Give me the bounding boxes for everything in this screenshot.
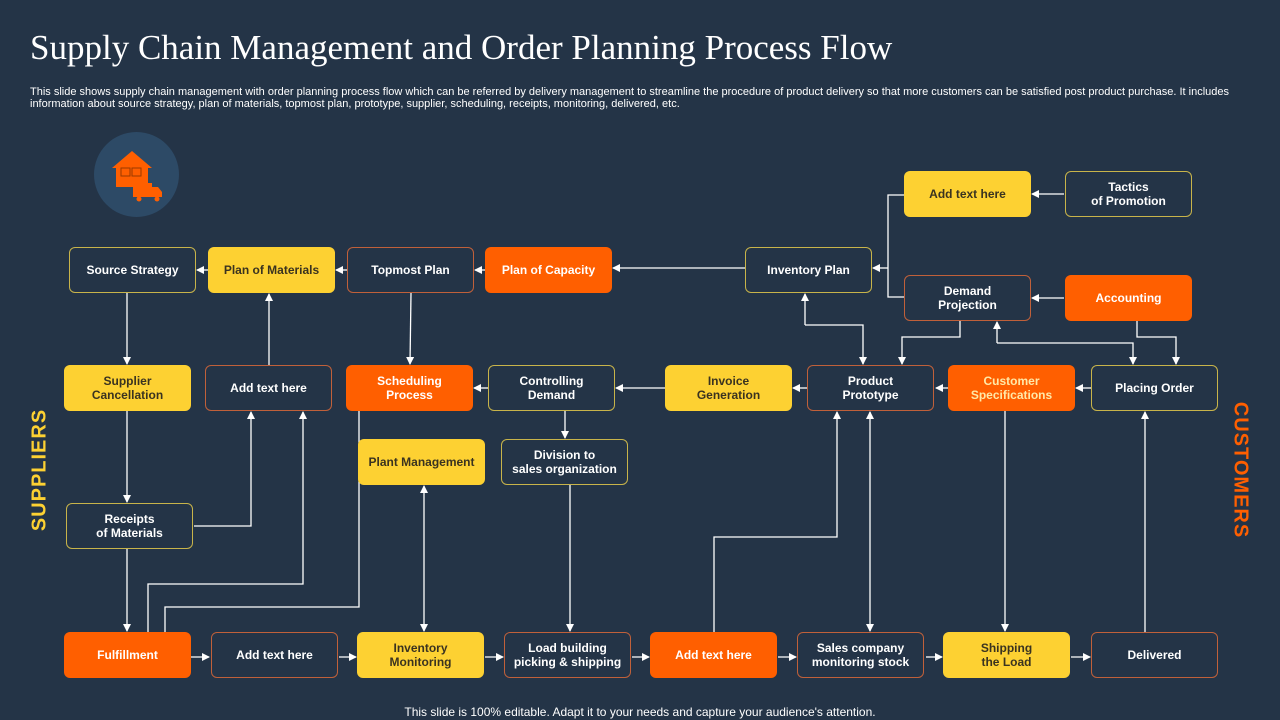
node-topmost-plan: Topmost Plan [347,247,474,293]
node-load-building: Load building picking & shipping [504,632,631,678]
node-plan-of-materials: Plan of Materials [208,247,335,293]
page-description: This slide shows supply chain management… [30,86,1230,110]
node-accounting: Accounting [1065,275,1192,321]
node-shipping-the-load: Shipping the Load [943,632,1070,678]
node-placing-order: Placing Order [1091,365,1218,411]
node-product-prototype: Product Prototype [807,365,934,411]
node-fulfillment: Fulfillment [64,632,191,678]
node-scheduling-process: Scheduling Process [346,365,473,411]
node-sales-company: Sales company monitoring stock [797,632,924,678]
node-add-text-mid: Add text here [205,365,332,411]
node-plan-of-capacity: Plan of Capacity [485,247,612,293]
node-delivered: Delivered [1091,632,1218,678]
node-division-to-sales: Division to sales organization [501,439,628,485]
warehouse-delivery-truck-icon [94,132,179,217]
node-controlling-demand: Controlling Demand [488,365,615,411]
node-add-text-bottom-1: Add text here [211,632,338,678]
node-source-strategy: Source Strategy [69,247,196,293]
node-demand-projection: Demand Projection [904,275,1031,321]
node-inventory-plan: Inventory Plan [745,247,872,293]
node-plant-management: Plant Management [358,439,485,485]
node-receipts-of-materials: Receipts of Materials [66,503,193,549]
node-supplier-cancellation: Supplier Cancellation [64,365,191,411]
page-title: Supply Chain Management and Order Planni… [30,28,893,67]
node-tactics-of-promotion: Tactics of Promotion [1065,171,1192,217]
node-add-text-top: Add text here [904,171,1031,217]
node-inventory-monitoring: Inventory Monitoring [357,632,484,678]
footer-note: This slide is 100% editable. Adapt it to… [404,705,876,719]
node-invoice-generation: Invoice Generation [665,365,792,411]
node-add-text-bottom-2: Add text here [650,632,777,678]
node-customer-specifications: Customer Specifications [948,365,1075,411]
